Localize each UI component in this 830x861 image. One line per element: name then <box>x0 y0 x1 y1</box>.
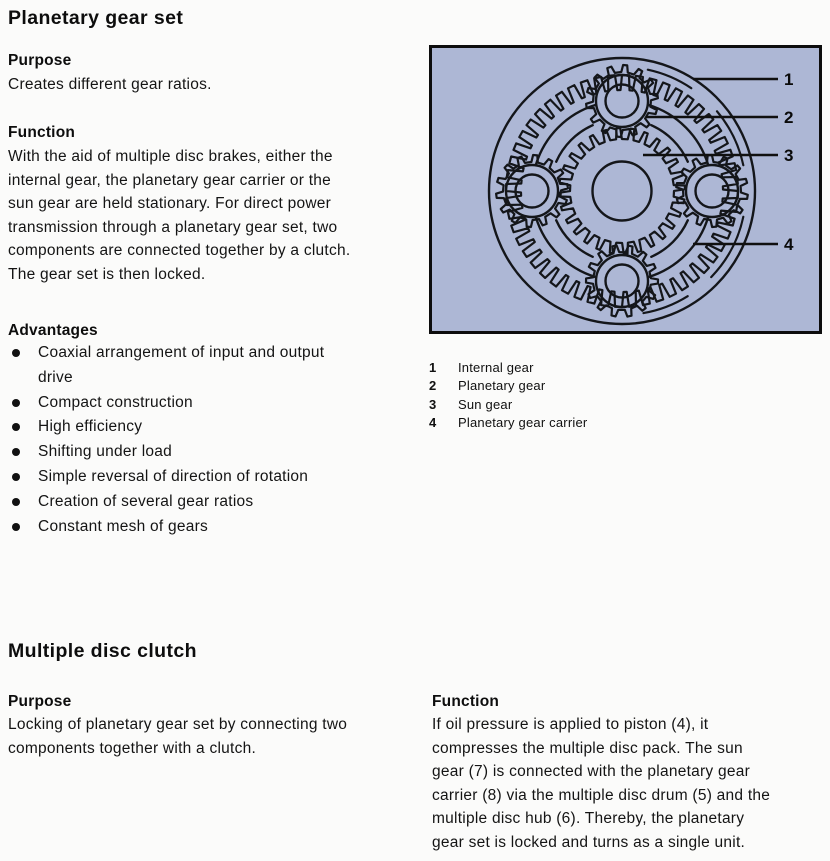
callout-number-1: 1 <box>784 70 794 89</box>
function-text: With the aid of multiple disc brakes, ei… <box>8 148 351 283</box>
section-title-multiple-disc-clutch: Multiple disc clutch <box>8 640 197 662</box>
planetary-gear-diagram: 1 2 3 4 <box>429 45 822 334</box>
purpose-heading: Purpose <box>8 52 72 69</box>
bullet-icon <box>12 398 20 407</box>
bullet-icon <box>12 497 20 506</box>
list-item: Compact construction <box>8 391 400 416</box>
section-title-planetary-gear-set: Planetary gear set <box>8 7 184 29</box>
gear-drawing <box>487 56 757 326</box>
list-item: High efficiency <box>8 415 400 440</box>
bullet-icon <box>12 423 20 432</box>
mdc-purpose-text: Locking of planetary gear set by connect… <box>8 716 348 757</box>
legend-row: 4 Planetary gear carrier <box>429 415 588 431</box>
bullet-icon <box>12 522 20 531</box>
diagram-legend: 1 Internal gear 2 Planetary gear 3 Sun g… <box>429 359 822 433</box>
list-item: Creation of several gear ratios <box>8 490 400 515</box>
bullet-icon <box>12 472 20 481</box>
list-item: Coaxial arrangement of input and output … <box>8 341 400 391</box>
callout-number-2: 2 <box>784 108 794 127</box>
list-item: Shifting under load <box>8 440 400 465</box>
function-heading: Function <box>8 124 76 141</box>
advantages-heading: Advantages <box>8 322 98 339</box>
callout-number-3: 3 <box>784 146 794 165</box>
bullet-icon <box>12 349 20 357</box>
planetary-gear-svg: 1 2 3 4 <box>429 45 822 334</box>
callout-number-4: 4 <box>784 235 794 254</box>
advantages-list: Coaxial arrangement of input and output … <box>8 341 400 539</box>
list-item: Constant mesh of gears <box>8 515 400 540</box>
callout-group: 1 2 3 4 <box>643 70 794 254</box>
mdc-function-text: If oil pressure is applied to piston (4)… <box>432 716 771 851</box>
legend-row: 2 Planetary gear <box>429 378 546 394</box>
list-item: Simple reversal of direction of rotation <box>8 465 400 490</box>
legend-row: 1 Internal gear <box>429 360 534 375</box>
legend-row: 3 Sun gear <box>429 396 513 412</box>
bullet-icon <box>12 448 20 457</box>
purpose-text: Creates different gear ratios. <box>8 76 212 93</box>
mdc-function-heading: Function <box>432 693 500 710</box>
mdc-purpose-heading: Purpose <box>8 693 72 710</box>
